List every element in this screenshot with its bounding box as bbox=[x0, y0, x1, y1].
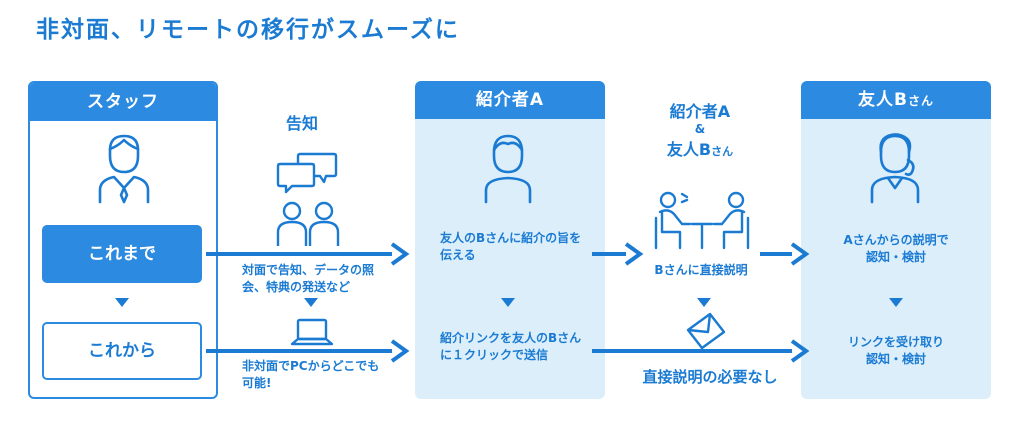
explain-label-line2-suffix: さん bbox=[711, 145, 734, 158]
triangle-down-icon bbox=[115, 298, 129, 307]
notice-before-text: 対面で告知、データの照会、特典の発送など bbox=[242, 263, 375, 294]
explain-label: 紹介者A & 友人Bさん bbox=[640, 98, 760, 160]
triangle-down-icon bbox=[304, 298, 318, 307]
meeting-icon bbox=[652, 188, 752, 250]
triangle-down-icon bbox=[889, 298, 903, 307]
referrer-after-text: 紹介リンクを友人のBさんに１クリックで送信 bbox=[440, 331, 582, 362]
friend-after-text: リンクを受け取り 認知・検討 bbox=[812, 334, 980, 368]
referrer-panel: 紹介者A bbox=[415, 81, 605, 399]
explain-label-line1: 紹介者A bbox=[669, 102, 731, 121]
explain-before-text: Bさんに直接説明 bbox=[654, 263, 748, 277]
friend-header-main: 友人B bbox=[858, 90, 908, 110]
friend-before-line1: Aさんからの説明で bbox=[843, 233, 949, 247]
two-people-icon bbox=[274, 200, 342, 248]
referrer-before-text: 友人のBさんに紹介の旨を伝える bbox=[440, 231, 582, 262]
friend-header-suffix: さん bbox=[907, 94, 934, 108]
person-icon bbox=[96, 132, 152, 204]
before-button[interactable]: これまで bbox=[42, 225, 202, 283]
staff-header: スタッフ bbox=[30, 83, 216, 121]
person-icon bbox=[480, 132, 536, 204]
after-button[interactable]: これから bbox=[42, 322, 202, 380]
friend-before-line2: 認知・検討 bbox=[865, 250, 926, 264]
friend-after-line1: リンクを受け取り bbox=[847, 335, 944, 349]
explain-label-line2-main: 友人B bbox=[666, 140, 712, 159]
explain-label-line2: 友人Bさん bbox=[640, 136, 760, 160]
person-icon bbox=[866, 130, 924, 204]
friend-after-line2: 認知・検討 bbox=[865, 352, 926, 366]
explain-label-amp: & bbox=[694, 122, 706, 136]
laptop-icon bbox=[290, 318, 334, 348]
page-title: 非対面、リモートの移行がスムーズに bbox=[36, 17, 460, 43]
envelope-icon bbox=[684, 310, 728, 350]
triangle-down-icon bbox=[697, 298, 711, 307]
triangle-down-icon bbox=[501, 298, 515, 307]
referrer-header: 紹介者A bbox=[415, 81, 605, 119]
friend-header: 友人Bさん bbox=[801, 81, 991, 119]
explain-after-text: 直接説明の必要なし bbox=[642, 368, 778, 386]
arrow-right-icon bbox=[760, 242, 810, 266]
chat-bubbles-icon bbox=[276, 152, 338, 194]
notice-label: 告知 bbox=[285, 114, 318, 133]
friend-before-text: Aさんからの説明で 認知・検討 bbox=[812, 232, 980, 266]
notice-after-text: 非対面でPCからどこでも可能! bbox=[242, 359, 380, 390]
